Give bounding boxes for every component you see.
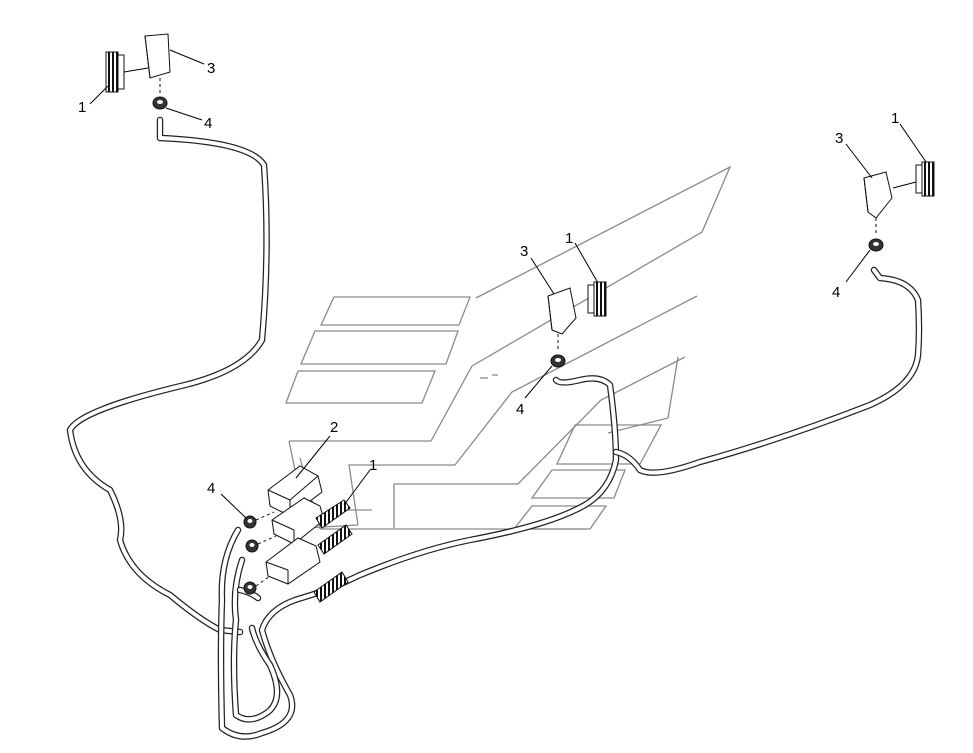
callout-4-top-left: 4 [204,115,212,132]
callout-3-middle: 3 [520,243,528,260]
cover-top-left [144,33,171,79]
callout-4-right: 4 [832,284,840,301]
right-group: 3 1 4 [832,110,935,301]
grommet-lower-3 [243,581,257,595]
connector-lower-3 [313,571,349,603]
connector-right [915,161,935,197]
grommet-lower-2 [245,539,259,553]
top-left-group: 1 3 4 [78,33,215,132]
connector-lower-2 [317,524,353,555]
connector-middle [587,281,607,317]
lower-cluster: 4 2 1 [207,419,377,603]
connector-lower-1 [315,499,351,529]
callout-3-top-left: 3 [207,60,215,77]
middle-group: 3 1 4 [516,230,607,418]
module-upper [267,465,323,517]
callout-1-lower: 1 [369,457,377,474]
callout-1-right: 1 [891,110,899,127]
callout-4-middle: 4 [516,401,524,418]
harness-cables [66,116,923,740]
grommet-middle [550,354,566,368]
callout-2-lower: 2 [330,419,338,436]
module-lower [265,537,321,585]
callout-3-right: 3 [835,130,843,147]
grommet-lower-1 [243,515,257,529]
callout-4-lower: 4 [207,480,215,497]
callout-1-top-left: 1 [78,99,86,116]
connector-top-left [105,51,125,93]
grommet-top-left [152,96,168,110]
grommet-right [868,238,884,252]
cover-right [863,171,893,219]
cover-middle [547,287,577,335]
callout-1-middle: 1 [565,230,573,247]
